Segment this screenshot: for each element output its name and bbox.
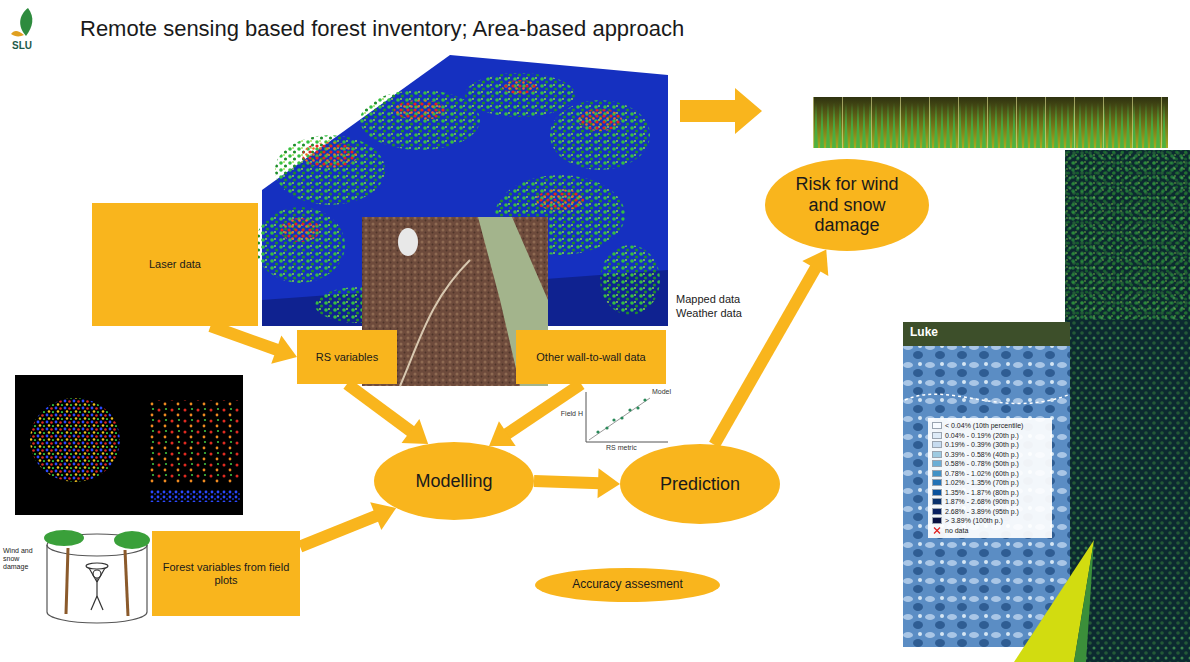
ellipse-outline [374,442,534,520]
annotation-label: Wind and snow damage [3,547,33,571]
flow-arrow [534,468,620,498]
annotation-label: SLU [12,40,52,52]
legend-text: 0.39% - 0.58% (40th p.) [945,450,1019,460]
legend-swatch [932,517,942,524]
legend-text: 1.02% - 1.35% (70th p.) [945,478,1019,488]
node-label: RS variables [316,351,378,364]
flow-arrow [347,384,428,444]
legend-swatch [932,460,942,467]
legend-text: no data [945,526,968,536]
arrow-head [370,502,396,530]
process-box: Forest variables from field plots [152,531,300,616]
ellipse-outline [620,444,780,524]
arrow-shaft [534,481,600,483]
ellipse-outline [765,159,929,251]
annotation-label: Mapped data [676,293,756,306]
arrow-shaft [300,515,378,546]
process-ellipse: Risk for wind and snow damage [765,159,929,251]
legend-row: 0.04% - 0.19% (20th p.) [932,431,1048,441]
legend-swatch [932,489,942,496]
process-box: RS variables [297,330,397,384]
slu-logo [11,8,32,36]
legend-swatch [932,422,942,429]
legend-row: 0.19% - 0.39% (30th p.) [932,440,1048,450]
ellipse-text: Accuracy assesment [554,578,702,592]
annotation-label: Model [652,388,684,396]
legend-row: 1.35% - 1.87% (80th p.) [932,488,1048,498]
arrow-head [597,468,620,498]
legend-text: 1.35% - 1.87% (80th p.) [945,488,1019,498]
ellipse-outline [535,568,720,602]
legend-row: 1.02% - 1.35% (70th p.) [932,478,1048,488]
node-label: Forest variables from field plots [158,561,294,586]
process-box: Laser data [92,203,258,326]
cross-stroke [934,527,940,533]
legend-swatch [932,470,942,477]
arrow-head [402,419,429,444]
legend-text: 0.04% - 0.19% (20th p.) [945,431,1019,441]
legend-swatch [932,479,942,486]
arrow-head [271,335,297,363]
legend-text: 1.87% - 2.68% (90th p.) [945,497,1019,507]
arrow-shaft [506,384,582,435]
legend-row: > 3.89% (100th p.) [932,516,1048,526]
annotation-label: RS metric [606,444,650,452]
legend-swatch [932,432,942,439]
legend-text: 0.19% - 0.39% (30th p.) [945,440,1019,450]
legend-row: no data [932,526,1048,536]
flow-arrow [211,326,297,364]
legend-text: 0.78% - 1.02% (60th p.) [945,469,1019,479]
plot-point-cloud [15,375,243,515]
legend-row: 0.39% - 0.58% (40th p.) [932,450,1048,460]
process-box: Other wall-to-wall data [516,330,666,384]
legend-text: < 0.04% (10th percentile) [945,421,1023,431]
process-ellipse: Prediction [620,444,780,524]
legend-swatch [932,451,942,458]
node-label: Accuracy assesment [554,578,702,592]
legend-row: 1.87% - 2.68% (90th p.) [932,497,1048,507]
node-label: Prediction [636,474,764,495]
ellipse-text: Modelling [390,471,518,492]
cross-stroke [934,527,940,533]
accent-wedge [1014,540,1094,662]
map-legend: < 0.04% (10th percentile)0.04% - 0.19% (… [928,418,1052,538]
node-label: Other wall-to-wall data [536,351,645,364]
process-ellipse: Accuracy assesment [535,568,720,602]
node-label: Risk for wind and snow damage [782,174,913,236]
legend-row: 2.68% - 3.89% (95th p.) [932,507,1048,517]
legend-text: > 3.89% (100th p.) [945,516,1003,526]
arrow-shaft [211,326,279,350]
ellipse-text: Prediction [636,474,764,495]
risk-map [903,322,1070,647]
node-label: Modelling [390,471,518,492]
annotation-label: Luke [910,326,960,340]
arrow-shaft [347,384,412,432]
arrow-head [802,250,828,277]
legend-swatch [932,498,942,505]
legend-swatch [932,441,942,448]
flow-arrow [714,250,828,445]
field-plot-figure [44,530,150,623]
arrow-head [489,421,516,446]
legend-row: 0.58% - 0.78% (50th p.) [932,459,1048,469]
stand-profile-image [813,97,1168,148]
legend-text: 2.68% - 3.89% (95th p.) [945,507,1019,517]
legend-swatch [932,508,942,515]
annotation-label: Field H [550,410,583,418]
flow-arrow [300,502,396,546]
node-label: Laser data [149,258,201,271]
legend-cross [932,527,942,534]
ellipse-text: Risk for wind and snow damage [782,174,913,236]
legend-row: 0.78% - 1.02% (60th p.) [932,469,1048,479]
process-ellipse: Modelling [374,442,534,520]
annotation-label: Weather data [676,307,756,320]
legend-row: < 0.04% (10th percentile) [932,421,1048,431]
legend-text: 0.58% - 0.78% (50th p.) [945,459,1019,469]
model-chart [586,392,668,442]
output-arrow [680,88,762,134]
slide-title: Remote sensing based forest inventory; A… [80,16,684,42]
